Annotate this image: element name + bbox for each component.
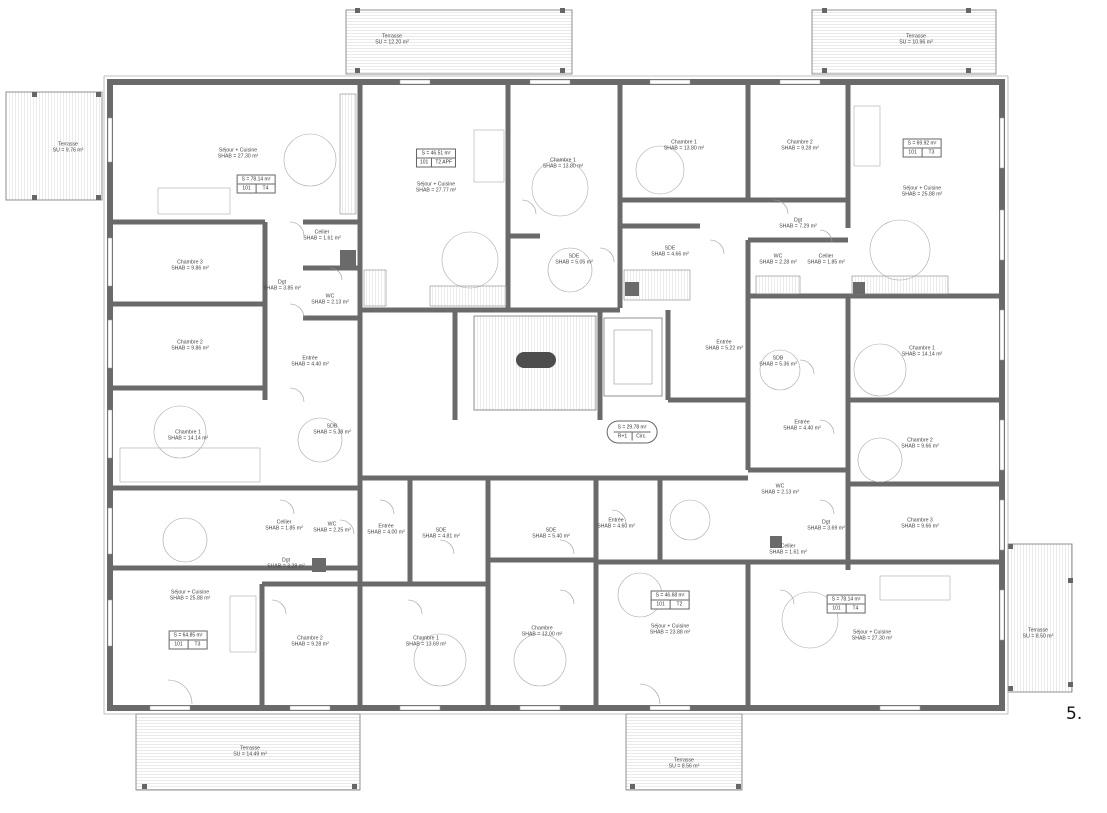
terrace-top-left xyxy=(345,9,573,75)
door-swings xyxy=(167,199,835,705)
furniture xyxy=(119,105,951,687)
interior-walls xyxy=(110,82,1002,708)
level-label: 5. xyxy=(1066,704,1083,724)
terrace-right xyxy=(1007,543,1073,693)
terrace-posts xyxy=(32,8,1073,789)
terraces xyxy=(5,9,1073,791)
windows xyxy=(107,79,1005,711)
terrace-bottom-left xyxy=(135,713,361,791)
terrace-top-right xyxy=(811,9,997,75)
stair-core xyxy=(473,315,663,411)
terrace-left xyxy=(5,91,103,201)
terrace-bottom-mid xyxy=(625,713,743,791)
small-columns xyxy=(312,250,865,572)
